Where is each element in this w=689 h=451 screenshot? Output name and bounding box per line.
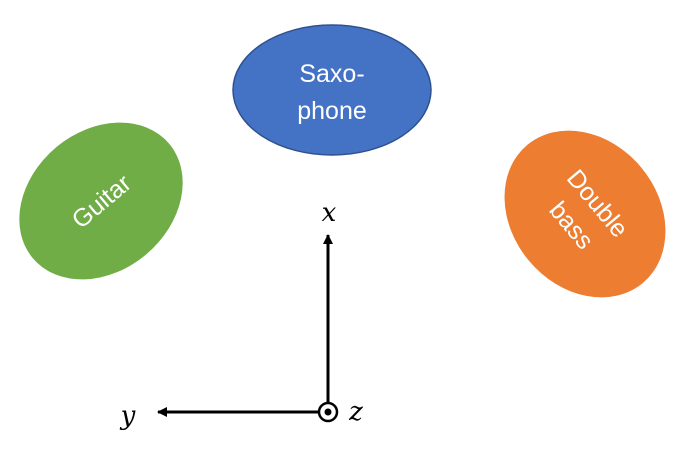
guitar-group: Guitar <box>19 122 183 280</box>
double-bass-group: Double bass <box>504 130 666 298</box>
guitar-ellipse <box>19 122 183 280</box>
saxophone-group: Saxo- phone <box>232 24 432 156</box>
saxophone-ellipse <box>232 24 432 156</box>
z-axis-label: z <box>348 397 363 427</box>
double-bass-ellipse <box>504 130 666 298</box>
saxophone-label-line1: Saxo- <box>299 60 364 88</box>
saxophone-label-line2: phone <box>297 97 367 125</box>
z-axis-out-of-page-dot <box>324 408 332 416</box>
y-axis-label: y <box>120 401 136 431</box>
coordinate-axes: x y z <box>120 198 364 431</box>
x-axis-label: x <box>322 198 337 228</box>
